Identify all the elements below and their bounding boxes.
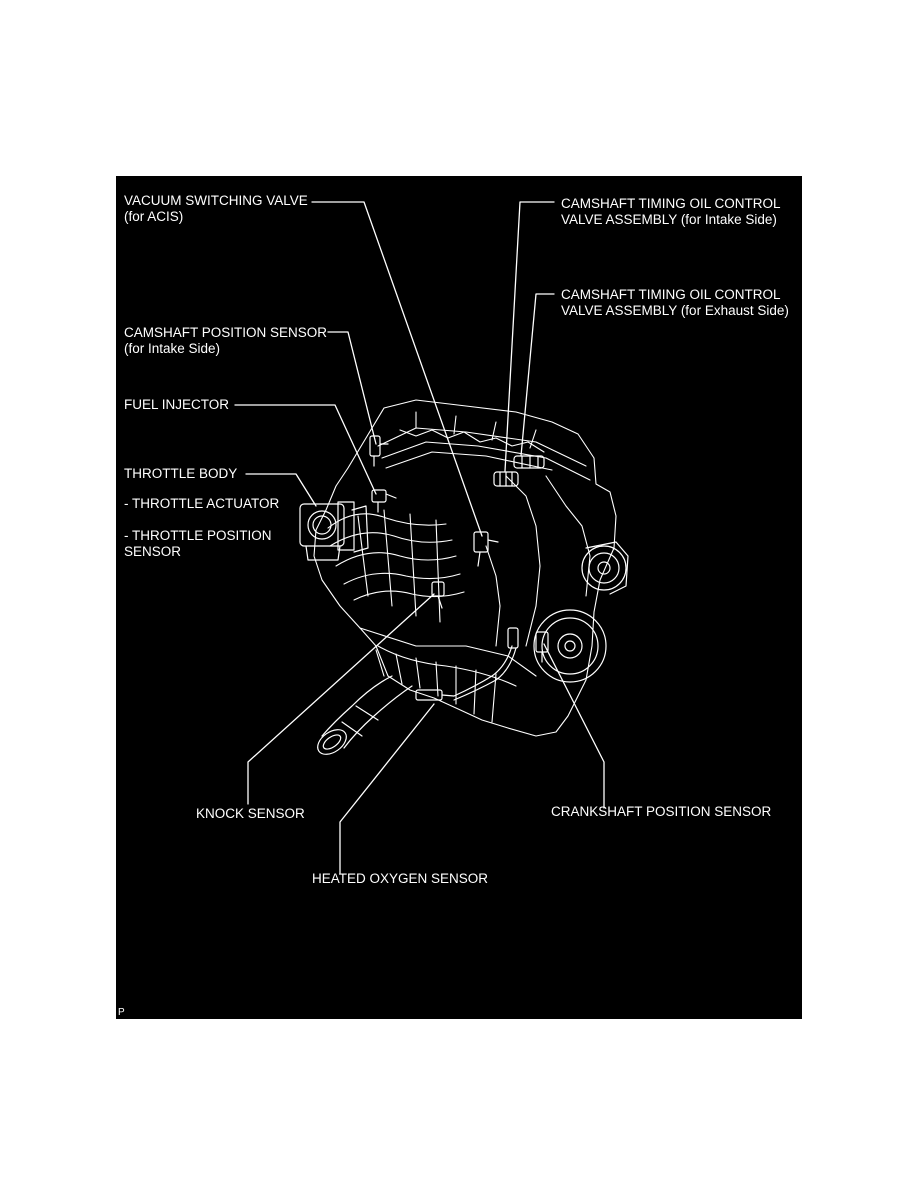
leader-fuel-injector — [234, 404, 377, 495]
leader-cam-sensor — [327, 331, 377, 445]
leader-ocv-exhaust — [520, 293, 555, 457]
leader-ocv-intake — [504, 201, 555, 472]
ocv-exhaust-shape — [513, 455, 545, 469]
ocv-intake-shape — [493, 471, 519, 487]
label-crankshaft-position-sensor: CRANKSHAFT POSITION SENSOR — [551, 804, 772, 819]
leader-crank-sensor — [543, 643, 605, 809]
vacuum-switching-valve-shape — [473, 531, 499, 567]
knock-sensor-shape — [431, 581, 445, 609]
exhaust-pipe-shape — [317, 675, 413, 755]
leader-knock-sensor — [247, 593, 435, 805]
label-throttle-actuator: - THROTTLE ACTUATOR — [124, 496, 280, 511]
fuel-injector-shape — [371, 489, 397, 513]
crank-sensor-shape — [535, 631, 549, 663]
label-throttle-body: THROTTLE BODY — [124, 466, 238, 481]
leader-lines — [234, 201, 605, 874]
leader-vsv — [311, 201, 483, 537]
corner-mark: P — [118, 1007, 125, 1018]
engine-illustration — [234, 201, 629, 874]
label-knock-sensor: KNOCK SENSOR — [196, 806, 305, 821]
label-camshaft-position-sensor: CAMSHAFT POSITION SENSOR(for Intake Side… — [124, 325, 328, 356]
camshaft-position-sensor-shape — [369, 435, 389, 467]
label-vacuum-switching-valve: VACUUM SWITCHING VALVE(for ACIS) — [124, 193, 308, 224]
label-heated-oxygen-sensor: HEATED OXYGEN SENSOR — [312, 871, 489, 886]
oxygen-sensor-shape — [415, 627, 519, 701]
crank-pulley-shape — [533, 609, 607, 683]
label-fuel-injector: FUEL INJECTOR — [124, 397, 230, 412]
throttle-body-shape — [299, 501, 369, 561]
leader-throttle-body — [245, 473, 317, 507]
leader-oxygen-sensor — [339, 703, 435, 874]
diagram-panel: VACUUM SWITCHING VALVE(for ACIS) CAMSHAF… — [116, 176, 802, 1019]
engine-block — [313, 399, 617, 737]
alternator-shape — [581, 541, 629, 595]
